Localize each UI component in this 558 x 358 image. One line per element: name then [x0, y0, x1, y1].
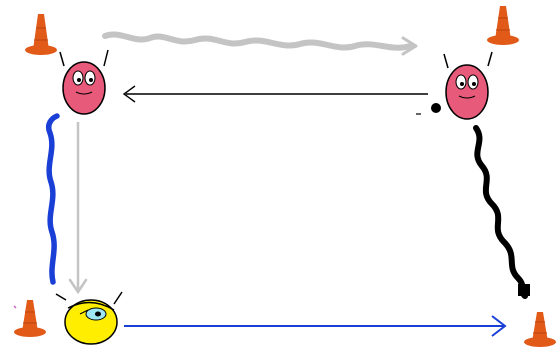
arrowhead-icon	[122, 85, 136, 103]
cone-bottom-left	[13, 300, 46, 337]
player-face-icon	[59, 49, 109, 115]
player-face-icon	[55, 291, 123, 345]
path-right-wavy	[473, 125, 530, 299]
cone-bottom-right	[524, 312, 556, 347]
player-top-left	[59, 49, 109, 115]
cone-top-right	[487, 6, 519, 45]
path-left-wavy	[45, 113, 60, 285]
player-face-icon	[443, 51, 493, 120]
path-left-straight	[68, 122, 88, 295]
ball	[416, 103, 441, 115]
arrowhead-icon	[68, 278, 88, 295]
arrowhead-icon	[491, 315, 507, 337]
player-top-right	[443, 51, 493, 120]
path-top-wavy	[102, 31, 418, 56]
path-bottom-pass	[124, 315, 507, 337]
path-top-pass	[122, 85, 428, 103]
cone-icon	[487, 6, 519, 45]
cone-icon	[13, 300, 46, 337]
arrowhead-icon	[401, 36, 418, 56]
cone-icon	[524, 312, 556, 347]
player-bottom-left	[55, 291, 123, 345]
cone-icon	[25, 14, 57, 55]
ball-icon	[431, 103, 441, 113]
cone-top-left	[25, 14, 57, 55]
